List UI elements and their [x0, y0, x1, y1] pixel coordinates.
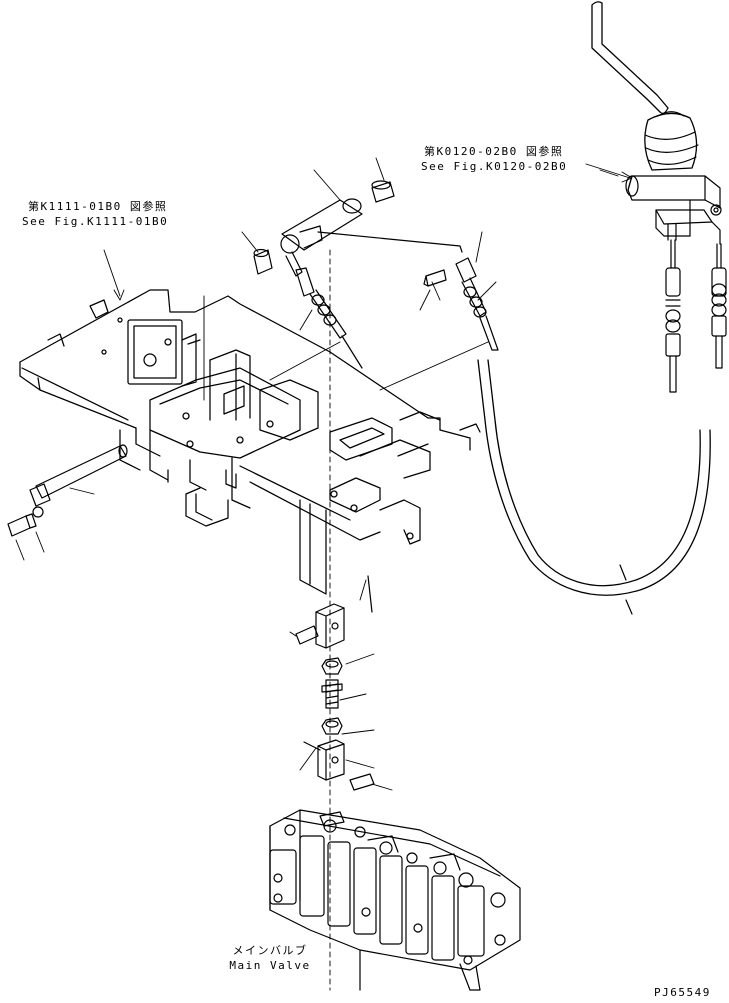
linkage-shaft — [280, 198, 463, 277]
right-rod-end — [423, 257, 499, 351]
bushings — [253, 180, 395, 275]
rod-guide-line — [269, 341, 341, 381]
nut-upper — [321, 657, 343, 675]
cotter-pin-upper — [367, 575, 373, 613]
frame-ref-en: See Fig.K1111-01B0 — [22, 215, 169, 228]
control-lever — [591, 1, 722, 245]
threaded-rod — [321, 679, 343, 709]
main-valve-jp: メインバルブ — [232, 944, 308, 957]
cotter-pin-lower — [303, 741, 321, 751]
lever-ref-en: See Fig.K0120-02B0 — [421, 160, 568, 173]
lower-yoke-block — [317, 739, 375, 791]
nut-lower — [321, 717, 343, 735]
main-valve-en: Main Valve — [229, 959, 311, 972]
frame-bracket — [19, 289, 481, 595]
side-pin — [7, 444, 128, 537]
left-rod-end — [295, 267, 363, 369]
control-cable — [477, 359, 711, 615]
rod-guide-line-2 — [379, 341, 489, 391]
frame-ref-jp: 第K1111-01B0 図参照 — [28, 200, 168, 213]
figure-code: PJ65549 — [654, 986, 711, 999]
yoke-block — [295, 603, 345, 649]
lever-linkage-rods — [665, 239, 727, 393]
main-valve-body — [269, 809, 521, 991]
lever-ref-jp: 第K0120-02B0 図参照 — [424, 145, 564, 158]
leader-lines — [15, 157, 633, 791]
